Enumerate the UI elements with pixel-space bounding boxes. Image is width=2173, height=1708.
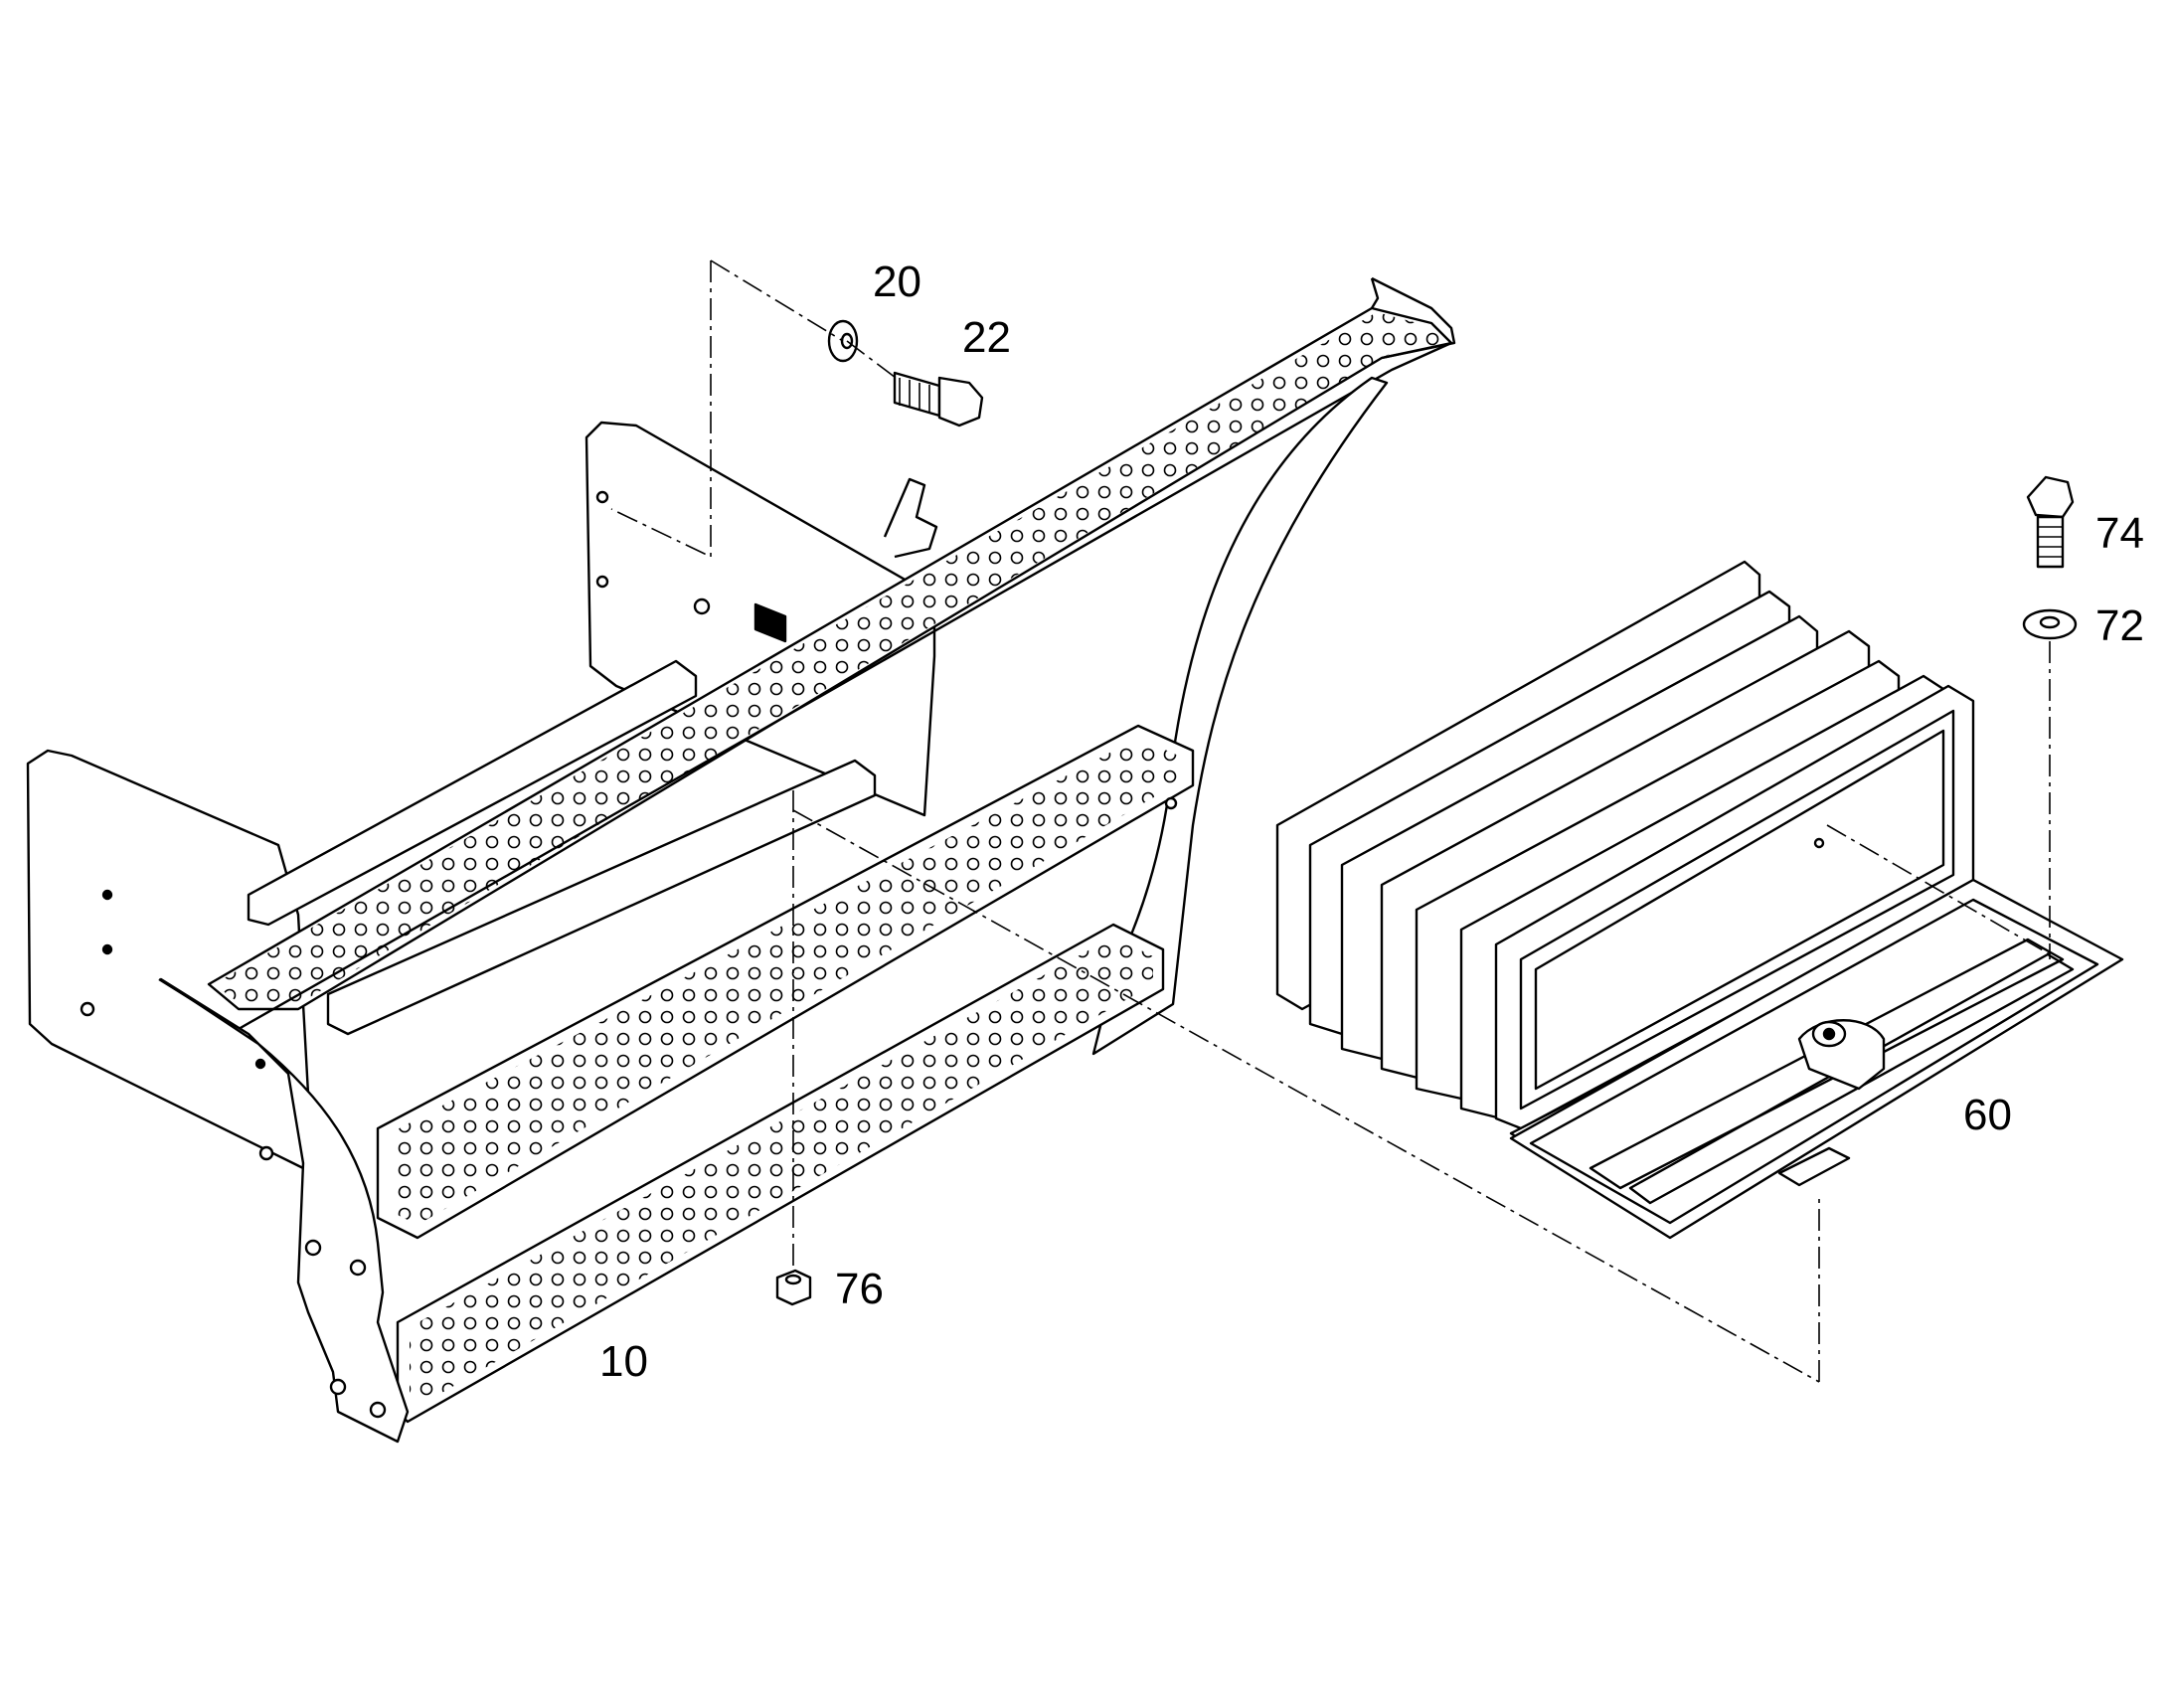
callout-60: 60: [1963, 1091, 2012, 1139]
callout-22: 22: [962, 313, 1011, 362]
nut-76: [775, 1269, 812, 1306]
callout-10: 10: [599, 1337, 648, 1386]
bolt-74: [2026, 475, 2075, 569]
callout-76: 76: [835, 1265, 884, 1313]
washer-72: [2022, 608, 2078, 640]
callout-74: 74: [2095, 509, 2144, 558]
callout-72: 72: [2095, 601, 2144, 650]
step-assembly: [26, 276, 1456, 1444]
alignment-lines: [610, 259, 2051, 1383]
callout-20: 20: [873, 257, 921, 306]
toolbox: [1275, 560, 2124, 1240]
bolt-22: [893, 371, 984, 427]
